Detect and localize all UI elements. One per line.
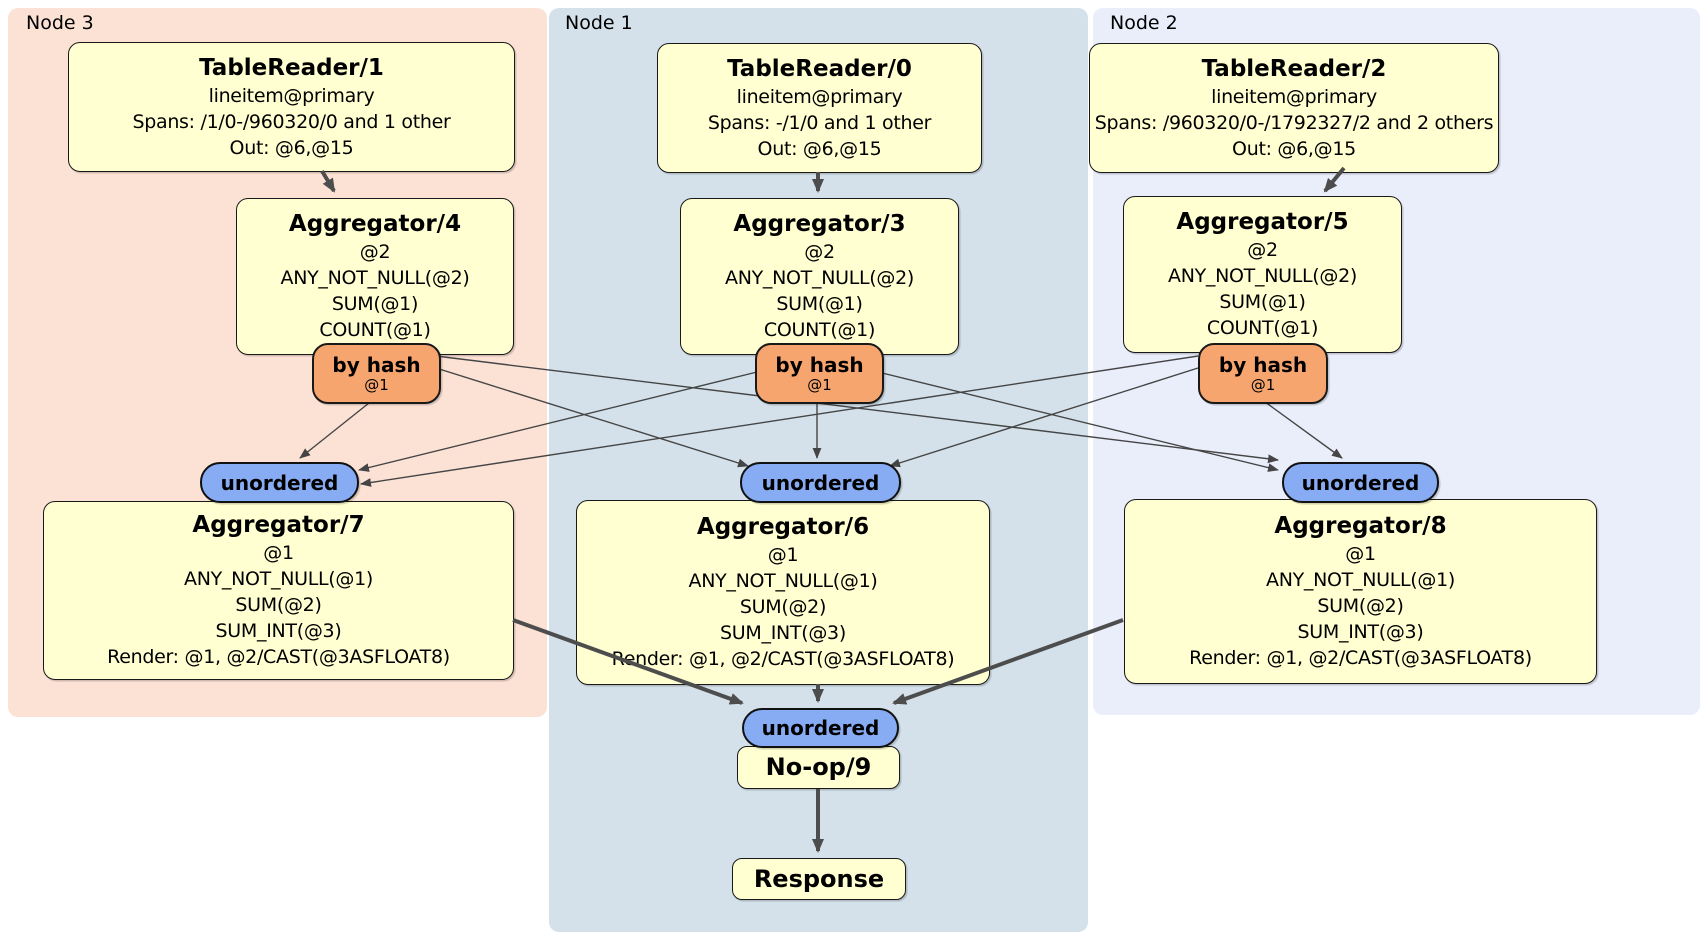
- node1-label: Node 1: [565, 12, 633, 34]
- node-detail: Out: @6,@15: [1232, 137, 1356, 160]
- node-detail: SUM_INT(@3): [215, 620, 342, 642]
- node-title: TableReader/0: [727, 55, 912, 82]
- node-detail: @1: [263, 542, 294, 564]
- node-detail: Render: @1, @2/CAST(@3ASFLOAT8): [1189, 647, 1532, 669]
- node-title: Response: [753, 864, 885, 893]
- aggregator-5-node: Aggregator/5 @2 ANY_NOT_NULL(@2) SUM(@1)…: [1123, 196, 1402, 353]
- node-title: Aggregator/8: [1274, 513, 1447, 539]
- tablereader-0-node: TableReader/0 lineitem@primary Spans: -/…: [657, 43, 982, 173]
- node-detail: Spans: -/1/0 and 1 other: [707, 111, 932, 134]
- node-detail: @2: [804, 241, 835, 263]
- unordered-sync: unordered: [200, 462, 359, 503]
- router-label: by hash: [775, 352, 864, 377]
- node-title: TableReader/1: [199, 54, 384, 81]
- node-detail: lineitem@primary: [1211, 85, 1377, 108]
- node-detail: COUNT(@1): [319, 319, 431, 341]
- noop-9-node: No-op/9: [737, 746, 900, 789]
- aggregator-3-node: Aggregator/3 @2 ANY_NOT_NULL(@2) SUM(@1)…: [680, 198, 959, 355]
- node-detail: SUM(@1): [331, 293, 419, 315]
- node-detail: ANY_NOT_NULL(@1): [688, 570, 878, 592]
- node-detail: SUM(@2): [739, 596, 827, 618]
- aggregator-7-node: Aggregator/7 @1 ANY_NOT_NULL(@1) SUM(@2)…: [43, 501, 514, 680]
- node-detail: ANY_NOT_NULL(@2): [1168, 265, 1357, 287]
- node-detail: Render: @1, @2/CAST(@3ASFLOAT8): [611, 648, 955, 670]
- node-detail: Spans: /1/0-/960320/0 and 1 other: [132, 110, 451, 133]
- node-detail: @2: [359, 241, 391, 263]
- router-key: @1: [364, 375, 389, 394]
- router-key: @1: [807, 375, 832, 394]
- router-key: @1: [1250, 375, 1276, 394]
- node-title: Aggregator/4: [288, 211, 462, 237]
- tablereader-1-node: TableReader/1 lineitem@primary Spans: /1…: [68, 42, 515, 172]
- response-node: Response: [732, 858, 906, 900]
- aggregator-6-node: Aggregator/6 @1 ANY_NOT_NULL(@1) SUM(@2)…: [576, 500, 990, 685]
- tablereader-2-node: TableReader/2 lineitem@primary Spans: /9…: [1089, 43, 1499, 173]
- node-detail: ANY_NOT_NULL(@2): [280, 267, 470, 289]
- node-detail: @1: [1345, 543, 1376, 565]
- router-label: by hash: [332, 352, 421, 377]
- sync-label: unordered: [761, 716, 880, 740]
- node-detail: SUM(@1): [1219, 291, 1306, 313]
- node3-label: Node 3: [26, 12, 94, 34]
- unordered-sync: unordered: [742, 708, 899, 748]
- node-title: No-op/9: [765, 753, 872, 781]
- node-detail: ANY_NOT_NULL(@1): [184, 568, 373, 590]
- unordered-sync: unordered: [740, 462, 901, 503]
- sync-label: unordered: [761, 470, 880, 495]
- node-detail: SUM_INT(@3): [720, 622, 846, 644]
- router-label: by hash: [1218, 352, 1308, 377]
- sync-label: unordered: [1301, 470, 1420, 495]
- node-detail: COUNT(@1): [1206, 317, 1319, 339]
- node-detail: SUM(@2): [1317, 595, 1404, 617]
- unordered-sync: unordered: [1282, 462, 1439, 503]
- node-title: Aggregator/5: [1176, 209, 1349, 235]
- node2-label: Node 2: [1110, 12, 1178, 34]
- by-hash-router: by hash @1: [755, 343, 884, 404]
- aggregator-8-node: Aggregator/8 @1 ANY_NOT_NULL(@1) SUM(@2)…: [1124, 499, 1597, 684]
- by-hash-router: by hash @1: [1198, 343, 1328, 404]
- node-title: TableReader/2: [1201, 55, 1387, 82]
- node-detail: ANY_NOT_NULL(@2): [725, 267, 914, 289]
- node-detail: Spans: /960320/0-/1792327/2 and 2 others: [1094, 111, 1494, 134]
- by-hash-router: by hash @1: [312, 343, 441, 404]
- node-detail: @1: [767, 544, 799, 566]
- node-detail: @2: [1247, 239, 1278, 261]
- node-title: Aggregator/7: [192, 512, 365, 538]
- node-detail: SUM(@1): [776, 293, 863, 315]
- node-detail: SUM(@2): [235, 594, 322, 616]
- node-detail: ANY_NOT_NULL(@1): [1266, 569, 1455, 591]
- node-detail: lineitem@primary: [736, 85, 903, 108]
- node-title: Aggregator/3: [733, 211, 906, 237]
- node-detail: COUNT(@1): [763, 319, 876, 341]
- node-detail: SUM_INT(@3): [1297, 621, 1424, 643]
- node-detail: Render: @1, @2/CAST(@3ASFLOAT8): [107, 646, 450, 668]
- sync-label: unordered: [220, 470, 339, 495]
- node-title: Aggregator/6: [696, 514, 870, 540]
- node-detail: Out: @6,@15: [757, 137, 882, 160]
- node-detail: lineitem@primary: [208, 84, 375, 107]
- aggregator-4-node: Aggregator/4 @2 ANY_NOT_NULL(@2) SUM(@1)…: [236, 198, 514, 355]
- node-detail: Out: @6,@15: [229, 136, 354, 159]
